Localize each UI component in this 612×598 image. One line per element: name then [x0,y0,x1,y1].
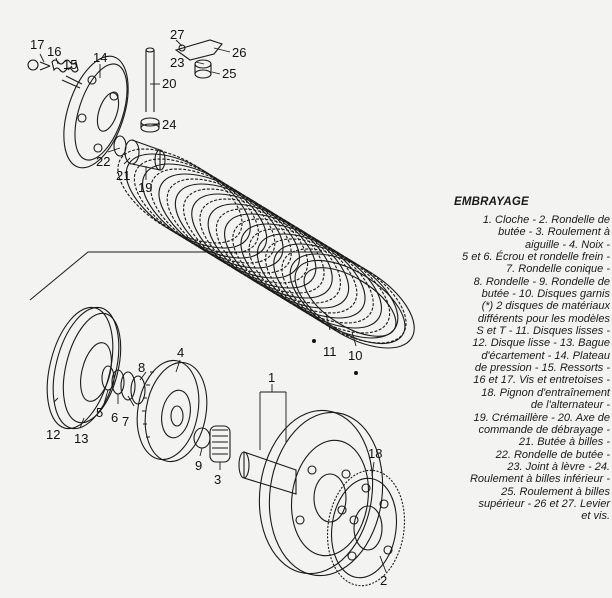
callout-16: 16 [47,44,61,59]
legend-line: S et T - 11. Disques lisses - [476,325,610,338]
legend-line: 12. Disque lisse - 13. Bague [472,337,610,350]
legend-line: de l'alternateur - [530,399,610,412]
callout-1: 1 [268,370,275,385]
callout-20: 20 [162,76,176,91]
legend-line: 8. Rondelle - 9. Rondelle de [473,275,610,288]
callout-6: 6 [111,410,118,425]
pressure-plate [63,55,129,169]
legend-line: butée - 3. Roulement à [498,226,610,239]
callout-3: 3 [214,472,221,487]
callout-10: 10 [348,348,362,363]
legend-line: Roulement à billes inférieur - [469,473,610,486]
legend-line: 25. Roulement à billes [501,485,610,498]
legend-line: 1. Cloche - 2. Rondelle de [482,214,610,226]
legend-line: butée - 10. Disques garnis [481,288,610,301]
release-shaft [140,47,160,133]
alternator-gear [326,469,406,587]
legend-line: de pression - 15. Ressorts - [474,362,610,375]
callout-14: 14 [93,50,107,65]
callout-5: 5 [96,405,103,420]
legend-line: différents pour les modèles [477,312,610,325]
clutch-housing [238,409,384,577]
callout-25: 25 [222,66,236,81]
legend-line: et vis. [581,510,610,523]
legend-line: 5 et 6. Écrou et rondelle frein - [462,251,610,264]
legend-line: (*) 2 disques de matériaux [481,300,610,313]
callout-24: 24 [162,117,176,132]
legend-line: 18. Pignon d'entraînement [481,386,610,399]
callout-22: 22 [96,154,110,169]
reference-dots [312,339,358,375]
legend-line: 22. Rondelle de butée - [495,448,610,461]
callout-4: 4 [177,345,184,360]
callout-27: 27 [170,27,184,42]
callout-15: 15 [63,57,77,72]
callout-13: 13 [74,431,88,446]
callout-9: 9 [195,458,202,473]
callout-21: 21 [116,168,130,183]
callout-19: 19 [138,180,152,195]
callout-12: 12 [46,427,60,442]
legend-line: d'écartement - 14. Plateau [481,349,610,362]
clutch-hub [136,359,208,463]
clutch-disc [303,267,397,337]
clutch-disc-stack [117,148,415,349]
callout-8: 8 [138,360,145,375]
legend-line: 16 et 17. Vis et entretoises - [473,374,610,387]
callout-17: 17 [30,37,44,52]
legend-line: 7. Rondelle conique - [506,263,610,276]
legend-line: supérieur - 26 et 27. Levier [478,497,610,510]
legend-line: commande de débrayage - [478,423,610,436]
callout-23: 23 [170,55,184,70]
needle-bearing [193,425,231,463]
leader-lines [39,39,387,573]
legend-line: 23. Joint à lèvre - 24. [507,460,610,473]
plain-disc [46,306,122,430]
callout-26: 26 [232,45,246,60]
callout-numbers: 17 16 15 14 27 26 23 25 20 24 22 21 19 4… [30,27,387,588]
release-bearing [113,135,166,171]
clutch-disc [294,259,406,345]
legend-line: 19. Crémaillère - 20. Axe de [473,411,610,424]
callout-18: 18 [368,446,382,461]
callout-7: 7 [122,414,129,429]
spring-screw [27,59,83,89]
callout-2: 2 [380,573,387,588]
legend-line: aiguille - 4. Noix - [525,238,610,251]
callout-11: 11 [323,344,337,359]
clutch-disc [289,253,415,349]
legend-line: 21. Butée à billes - [518,436,610,449]
legend-title: EMBRAYAGE [454,196,529,208]
